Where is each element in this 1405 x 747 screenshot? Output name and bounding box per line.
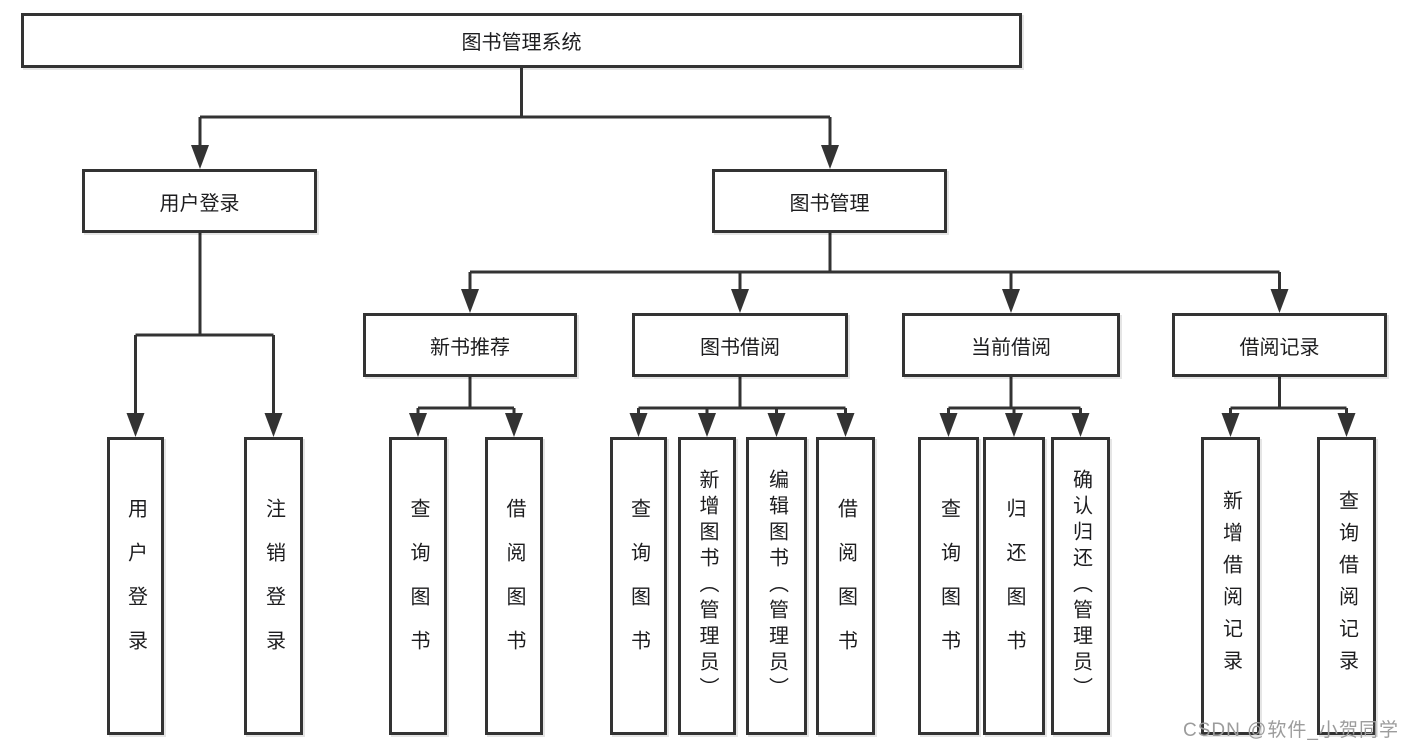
connector-new-book-to-leaves <box>416 377 516 417</box>
leaf-records-query-record: 查询借阅记录 <box>1317 437 1376 735</box>
node-new-book-recommend-label: 新书推荐 <box>430 336 510 359</box>
arrowhead <box>505 413 523 437</box>
arrowhead <box>698 413 716 437</box>
arrowhead <box>1270 289 1289 313</box>
arrowhead <box>461 289 479 313</box>
arrowhead <box>264 413 283 437</box>
arrowhead <box>939 413 958 437</box>
arrowhead <box>409 413 427 437</box>
leaf-current-return-books: 归还图书 <box>983 437 1045 735</box>
node-user-login: 用户登录 <box>82 169 317 233</box>
leaf-newbook-borrow-books-label: 借阅图书 <box>503 498 525 674</box>
leaf-newbook-query-books: 查询图书 <box>389 437 447 735</box>
node-borrow-records: 借阅记录 <box>1172 313 1387 377</box>
node-new-book-recommend: 新书推荐 <box>363 313 577 377</box>
arrowhead <box>1071 413 1090 437</box>
arrowhead <box>191 145 209 169</box>
leaf-current-query-books-label: 查询图书 <box>937 498 960 674</box>
leaf-current-query-books: 查询图书 <box>918 437 979 735</box>
node-root-label: 图书管理系统 <box>461 32 582 54</box>
leaf-logout-label: 注销登录 <box>262 498 285 674</box>
watermark: CSDN @软件_小贺同学 <box>1183 720 1399 741</box>
leaf-borrow-borrow-books: 借阅图书 <box>816 437 875 735</box>
arrowhead <box>1221 413 1240 437</box>
leaf-user-login: 用户登录 <box>107 437 164 735</box>
leaf-current-return-books-label: 归还图书 <box>1003 498 1025 674</box>
leaf-records-add-record-label: 新增借阅记录 <box>1219 490 1242 682</box>
connector-user-login-to-leaves <box>134 233 275 417</box>
connector-book-borrow-to-leaves <box>637 377 847 417</box>
leaf-borrow-query-books-label: 查询图书 <box>627 498 650 674</box>
leaf-logout: 注销登录 <box>244 437 303 735</box>
node-book-management: 图书管理 <box>712 169 947 233</box>
arrowhead <box>1337 413 1356 437</box>
node-book-management-label: 图书管理 <box>789 192 870 215</box>
node-book-borrow-label: 图书借阅 <box>700 336 780 359</box>
leaf-records-add-record: 新增借阅记录 <box>1201 437 1260 735</box>
leaf-borrow-edit-books-admin-label: 编辑图书（管理员） <box>765 469 788 703</box>
connector-current-borrow-to-leaves <box>947 377 1082 417</box>
connector-book-management-to-level3 <box>468 233 1281 293</box>
arrowhead <box>1005 413 1023 437</box>
leaf-borrow-add-books-admin-label: 新增图书（管理员） <box>696 469 718 703</box>
leaf-newbook-borrow-books: 借阅图书 <box>485 437 543 735</box>
arrowhead <box>821 145 839 169</box>
arrowhead <box>731 289 749 313</box>
leaf-borrow-borrow-books-label: 借阅图书 <box>834 498 857 674</box>
arrowheads <box>126 145 1356 437</box>
leaf-current-confirm-return-admin-label: 确认归还（管理员） <box>1069 469 1092 703</box>
arrowhead <box>126 413 145 437</box>
leaf-current-confirm-return-admin: 确认归还（管理员） <box>1051 437 1110 735</box>
leaf-borrow-add-books-admin: 新增图书（管理员） <box>678 437 736 735</box>
leaf-borrow-query-books: 查询图书 <box>610 437 667 735</box>
leaf-user-login-label: 用户登录 <box>124 498 147 674</box>
arrowhead <box>836 413 855 437</box>
leaf-newbook-query-books-label: 查询图书 <box>407 498 429 674</box>
node-current-borrow: 当前借阅 <box>902 313 1120 377</box>
arrowhead <box>629 413 648 437</box>
leaf-records-query-record-label: 查询借阅记录 <box>1335 490 1358 682</box>
arrowhead <box>1002 289 1020 313</box>
arrowhead <box>767 413 786 437</box>
connector-borrow-records-to-leaves <box>1229 377 1348 417</box>
node-user-login-label: 用户登录 <box>159 192 240 215</box>
node-root: 图书管理系统 <box>21 13 1022 68</box>
leaf-borrow-edit-books-admin: 编辑图书（管理员） <box>746 437 807 735</box>
node-book-borrow: 图书借阅 <box>632 313 848 377</box>
node-borrow-records-label: 借阅记录 <box>1239 336 1320 359</box>
node-current-borrow-label: 当前借阅 <box>971 336 1051 359</box>
connector-root-to-level2 <box>198 68 832 149</box>
